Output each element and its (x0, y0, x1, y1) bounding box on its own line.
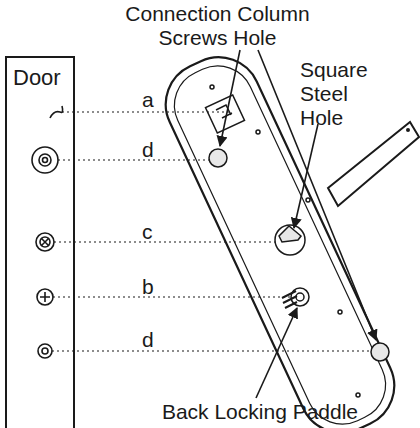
position-letter: a (142, 88, 162, 112)
door-panel: Door (5, 56, 75, 428)
callout-label: Back Locking Paddle (110, 400, 410, 424)
position-letter: d (142, 328, 162, 352)
callout-label: Connection Column Screws Hole (120, 2, 315, 50)
position-letter: d (142, 138, 162, 162)
door-label: Door (13, 66, 61, 90)
position-letter: c (142, 220, 162, 244)
cable (50, 106, 63, 118)
position-letter: b (142, 275, 162, 299)
callout-label: Square Steel Hole (300, 58, 390, 130)
